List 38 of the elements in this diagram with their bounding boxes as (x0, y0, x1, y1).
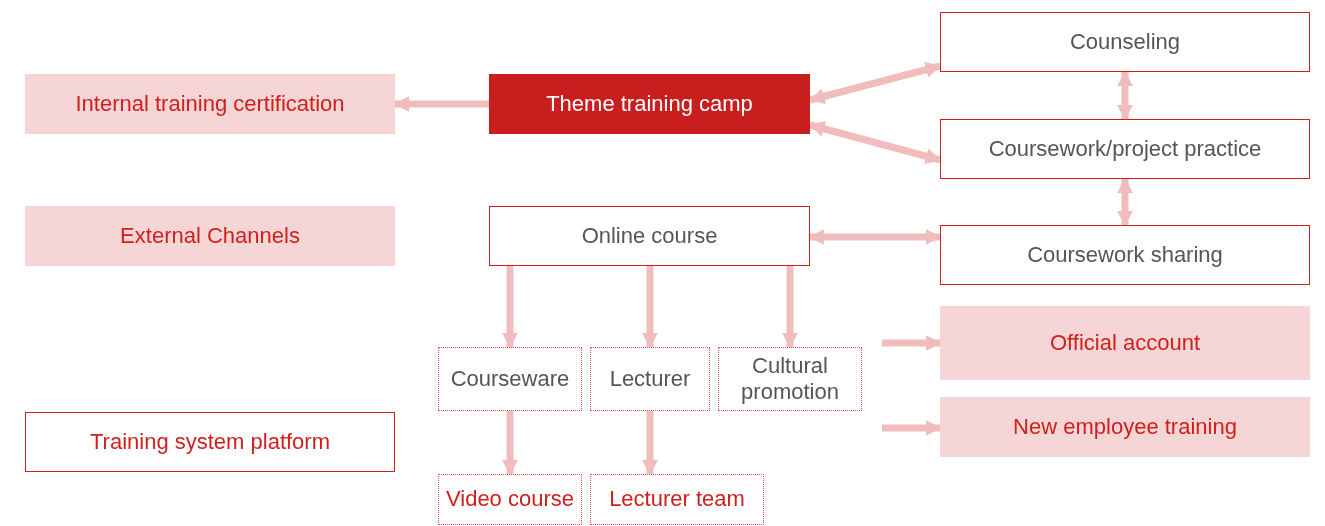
node-label: Theme training camp (546, 90, 753, 118)
node-label: New employee training (1013, 413, 1237, 441)
node-label: External Channels (120, 222, 300, 250)
arrow (502, 411, 518, 476)
node-label: Counseling (1069, 28, 1181, 56)
highlight-box (489, 74, 810, 134)
arrow (502, 266, 518, 349)
process-box (489, 206, 810, 266)
node-label: Online course (581, 222, 718, 250)
node-label: Training system platform (89, 428, 330, 456)
label-box (25, 74, 395, 134)
node-label: Internal training certification (75, 90, 345, 118)
dotted-box (590, 347, 710, 411)
dotted-box (590, 474, 764, 525)
node-label: Lecturer (609, 365, 691, 393)
dotted-box (438, 474, 582, 525)
process-box (940, 119, 1310, 179)
dotted-box (438, 347, 582, 411)
process-box (940, 225, 1310, 285)
arrow (808, 229, 942, 245)
process-box (940, 12, 1310, 72)
arrow (1117, 70, 1133, 121)
process-box (25, 412, 395, 472)
label-box (940, 397, 1310, 457)
label-box (25, 206, 395, 266)
node-label: Coursework sharing (1027, 241, 1223, 269)
node-label: Video course (446, 486, 574, 513)
arrow (642, 266, 658, 349)
node-label: Cultural promotion (740, 352, 840, 406)
node-label: Courseware (450, 365, 570, 393)
dotted-box (718, 347, 862, 411)
arrow (1117, 177, 1133, 227)
arrow (642, 411, 658, 476)
node-label: Official account (1050, 329, 1200, 357)
arrow (782, 266, 798, 349)
node-label: Coursework/project practice (988, 135, 1262, 163)
node-label: Lecturer team (609, 486, 745, 513)
label-box (940, 306, 1310, 380)
